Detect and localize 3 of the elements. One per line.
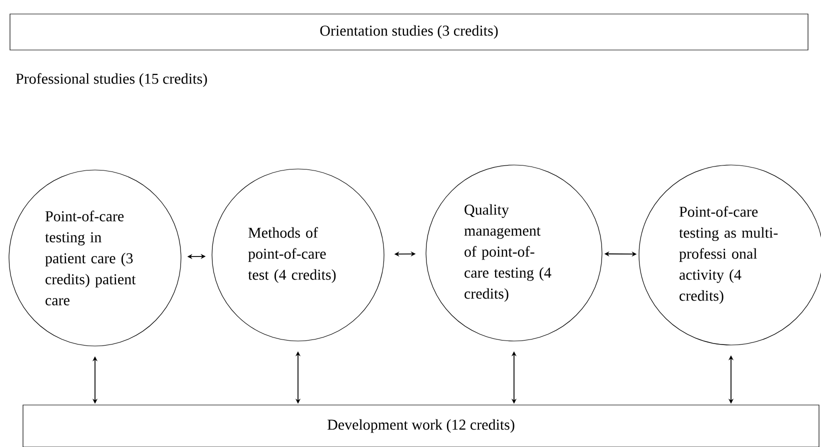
course-box: Orientation studies (3 credits) — [10, 14, 808, 50]
section-heading: Professional studies (15 credits) — [16, 73, 207, 87]
course-box: Development work (12 credits) — [22, 404, 820, 447]
